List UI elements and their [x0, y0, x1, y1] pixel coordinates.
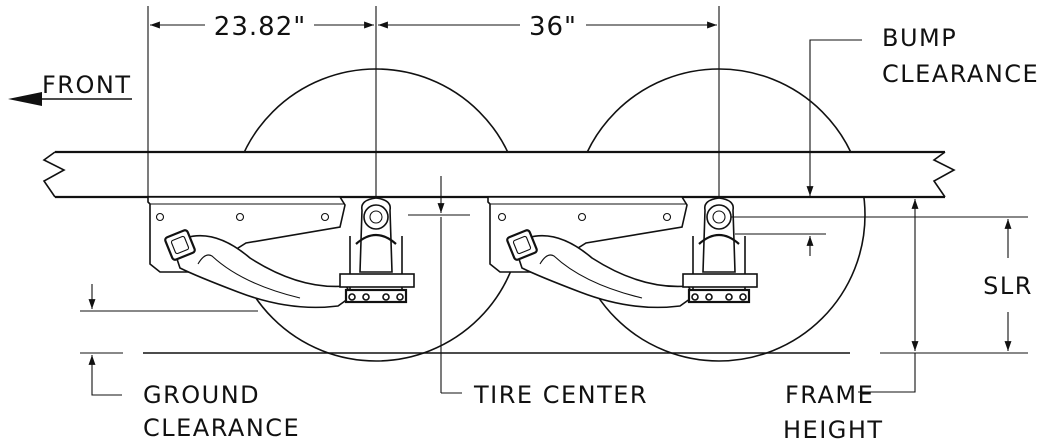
dimension-axle-spacing: 36"	[529, 12, 577, 42]
bump-clearance-label-line1: BUMP	[882, 24, 957, 52]
tire-center-dimension	[408, 176, 470, 394]
slr-label: SLR	[983, 272, 1033, 300]
dimension-front-to-axle: 23.82"	[214, 12, 306, 42]
tire-center-label: TIRE CENTER	[473, 381, 648, 409]
frame-height-dimension	[858, 199, 919, 393]
bump-clearance-leader	[735, 39, 862, 256]
bump-clearance-label-line2: CLEARANCE	[882, 60, 1039, 88]
top-dimension-lines	[147, 6, 720, 197]
frame-height-label-line2: HEIGHT	[783, 416, 884, 443]
ground-clearance-dimension	[80, 284, 258, 396]
ground-clearance-label-line2: CLEARANCE	[143, 414, 300, 442]
front-arrow	[8, 92, 132, 106]
slr-dimension	[731, 216, 1028, 354]
front-spring-seat	[339, 197, 415, 304]
ground-clearance-label-line1: GROUND	[143, 381, 260, 409]
frame-height-label-line1: FRAME	[785, 381, 874, 409]
rear-spring-seat	[682, 197, 758, 304]
front-label: FRONT	[42, 71, 131, 99]
frame-rail	[42, 150, 956, 199]
